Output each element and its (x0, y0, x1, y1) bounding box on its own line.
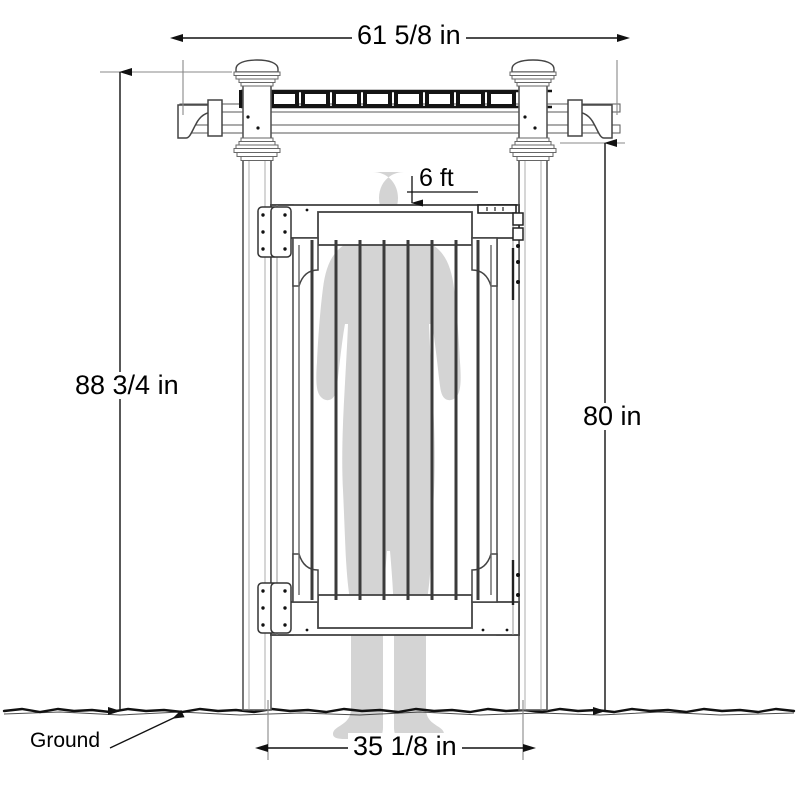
post-cap (509, 59, 557, 87)
decorative-bracket (567, 99, 613, 139)
decorative-bracket (177, 99, 223, 139)
dimension-person-height (407, 176, 478, 207)
post-collar (509, 137, 557, 161)
human-scale-silhouette (316, 172, 461, 739)
dimension-label-overall-width: 61 5/8 in (352, 22, 466, 49)
dimension-label-post-height: 80 in (578, 403, 647, 430)
post-collar (233, 137, 281, 161)
dimension-label-overall-height: 88 3/4 in (70, 372, 184, 399)
gate-hinge (257, 206, 292, 258)
gate-latch (477, 204, 524, 300)
pergola-top (177, 59, 621, 161)
ground-leader (109, 709, 185, 749)
post-cap (233, 59, 281, 87)
dimension-label-person-height: 6 ft (414, 166, 459, 191)
dimension-label-gate-width: 35 1/8 in (348, 733, 462, 760)
rafter-slots (239, 89, 552, 109)
gate-pickets (310, 240, 480, 600)
gate-hinge (257, 582, 292, 634)
gate-panel (270, 204, 520, 636)
ground-label: Ground (30, 729, 101, 752)
post-right (518, 149, 548, 711)
gate-latch-catch (511, 560, 520, 605)
